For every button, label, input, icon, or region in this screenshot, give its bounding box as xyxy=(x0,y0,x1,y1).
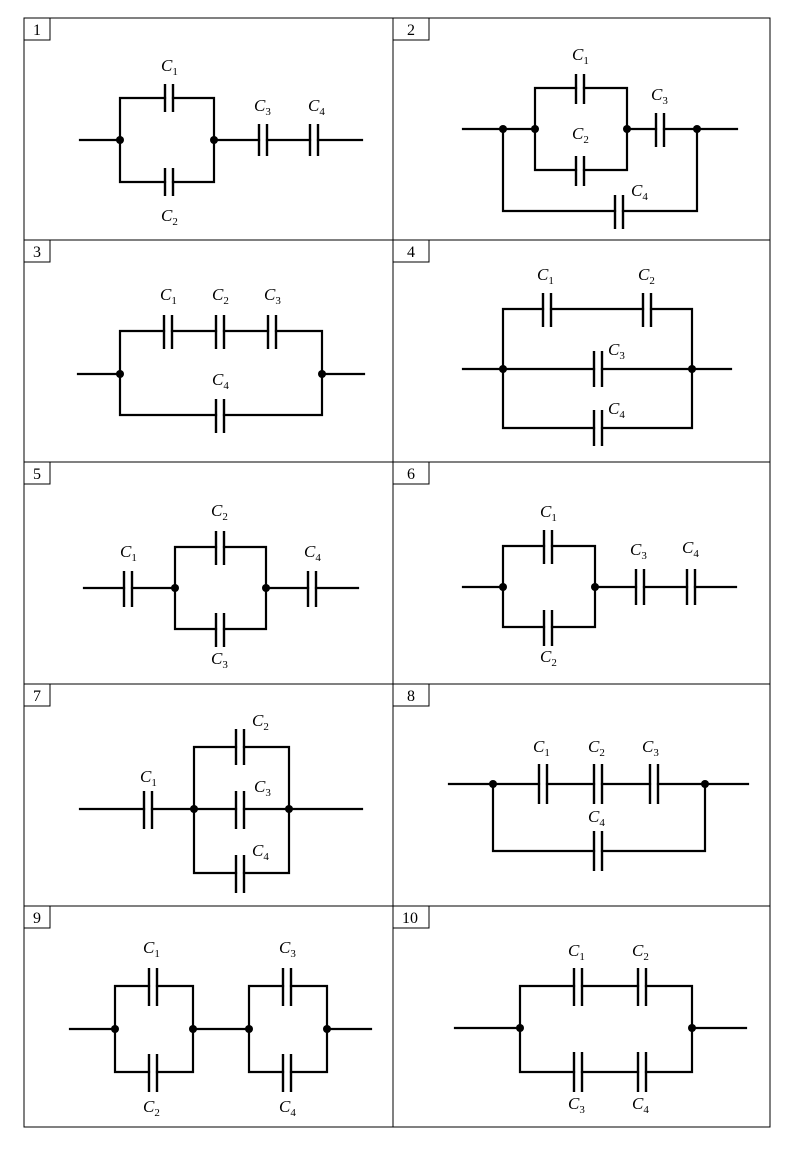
capacitor-label: C2 xyxy=(143,1097,160,1119)
cell-4: 4 C1 C2 C3 C4 xyxy=(392,239,733,446)
capacitor-label: C1 xyxy=(120,542,137,564)
capacitor-label: C1 xyxy=(533,737,550,759)
capacitor-label: C2 xyxy=(212,285,229,307)
cell-number-box xyxy=(392,683,430,707)
capacitor-label: C4 xyxy=(252,841,269,863)
capacitor-label: C1 xyxy=(143,938,160,960)
capacitor-label: C1 xyxy=(568,941,585,963)
capacitor-label: C1 xyxy=(140,767,157,789)
cell-2: 2 C1 C3 C2 C4 xyxy=(392,17,739,229)
cell-number-box xyxy=(23,905,51,929)
cell-5: 5 C2 C1 C4 C3 xyxy=(23,461,360,671)
capacitor-label: C3 xyxy=(254,96,271,118)
capacitor-label: C1 xyxy=(540,502,557,524)
cell-6: 6 C1 C3 C4 C2 xyxy=(392,461,738,669)
capacitor-label: C2 xyxy=(588,737,605,759)
cell-8: 8 C1 C2 C3 C4 xyxy=(392,683,750,871)
capacitor-label: C4 xyxy=(608,399,625,421)
capacitor-label: C1 xyxy=(572,45,589,67)
capacitor-label: C3 xyxy=(608,340,625,362)
capacitor-label: C4 xyxy=(212,370,229,392)
cell-number-box xyxy=(392,17,430,41)
cell-7: 7 C2 C1 C3 C4 xyxy=(23,683,364,893)
cell-number: 3 xyxy=(33,244,41,261)
cell-number: 10 xyxy=(402,910,418,927)
cell-number-box xyxy=(392,461,430,485)
capacitor-label: C3 xyxy=(568,1094,585,1116)
capacitor-label: C2 xyxy=(161,206,178,228)
cell-number-box xyxy=(23,17,51,41)
capacitor-label: C2 xyxy=(638,265,655,287)
capacitor-label: C3 xyxy=(279,938,296,960)
cell-number: 4 xyxy=(407,244,415,261)
cell-number: 1 xyxy=(33,22,41,39)
capacitor-label: C4 xyxy=(632,1094,649,1116)
cell-number-box xyxy=(23,461,51,485)
capacitor-label: C4 xyxy=(588,807,605,829)
capacitor-label: C4 xyxy=(279,1097,296,1119)
cell-9: 9 C1 C3 C2 C4 xyxy=(23,905,373,1119)
capacitor-label: C4 xyxy=(682,538,699,560)
capacitor-label: C3 xyxy=(254,777,271,799)
capacitor-label: C3 xyxy=(264,285,281,307)
capacitor-label: C3 xyxy=(211,649,228,671)
cell-1: 1 C1 C3 C4 C2 xyxy=(23,17,364,228)
cell-number: 2 xyxy=(407,22,415,39)
cell-number: 7 xyxy=(33,688,41,705)
capacitor-label: C4 xyxy=(631,181,648,203)
cell-number-box xyxy=(23,683,51,707)
cell-number: 5 xyxy=(33,466,41,483)
capacitor-label: C1 xyxy=(161,56,178,78)
capacitor-label: C1 xyxy=(160,285,177,307)
cell-number: 8 xyxy=(407,688,415,705)
capacitor-label: C3 xyxy=(642,737,659,759)
capacitor-label: C2 xyxy=(632,941,649,963)
cell-number: 6 xyxy=(407,466,415,483)
cell-number-box xyxy=(392,239,430,263)
capacitor-label: C1 xyxy=(537,265,554,287)
grid-lines xyxy=(23,17,771,1128)
capacitor-label: C2 xyxy=(572,124,589,146)
cell-number-box xyxy=(23,239,51,263)
capacitor-label: C2 xyxy=(540,647,557,669)
capacitor-label: C4 xyxy=(304,542,321,564)
capacitor-label: C3 xyxy=(651,85,668,107)
capacitor-label: C4 xyxy=(308,96,325,118)
cell-3: 3 C1 C2 C3 C4 xyxy=(23,239,366,433)
capacitor-label: C2 xyxy=(211,501,228,523)
capacitor-label: C2 xyxy=(252,711,269,733)
cell-number: 9 xyxy=(33,910,41,927)
cell-number-box xyxy=(392,905,430,929)
cell-10: 10 C1 C2 C3 C4 xyxy=(392,905,748,1116)
capacitor-label: C3 xyxy=(630,540,647,562)
